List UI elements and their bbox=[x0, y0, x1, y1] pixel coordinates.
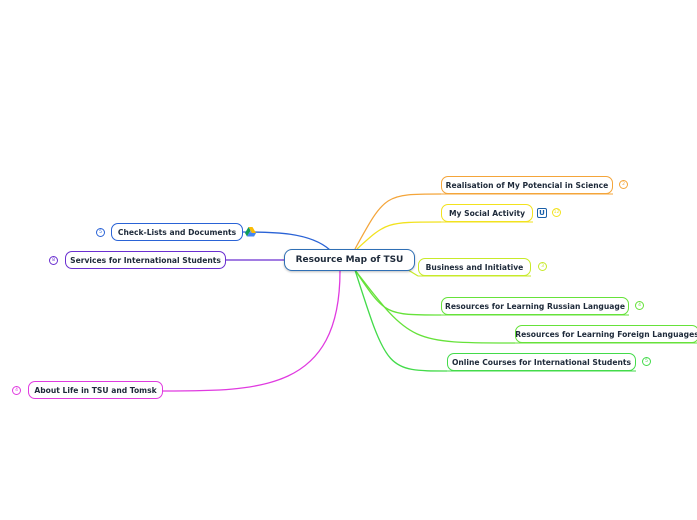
collapse-badge-life[interactable]: 4 bbox=[12, 386, 21, 395]
topic-node-science-potential[interactable]: Realisation of My Potencial in Science bbox=[441, 176, 613, 194]
branch-connector bbox=[162, 270, 341, 392]
central-topic-node[interactable]: Resource Map of TSU bbox=[284, 249, 415, 271]
branch-connector bbox=[354, 193, 442, 250]
tsu-u-icon[interactable]: U bbox=[537, 208, 547, 218]
collapse-badge-science[interactable]: 2 bbox=[619, 180, 628, 189]
branch-connector bbox=[354, 269, 448, 372]
google-drive-icon[interactable] bbox=[245, 227, 256, 237]
branch-connector bbox=[354, 269, 442, 316]
topic-node-russian-language[interactable]: Resources for Learning Russian Language bbox=[441, 297, 629, 315]
branch-connector bbox=[354, 269, 516, 344]
collapse-badge-business[interactable]: 3 bbox=[538, 262, 547, 271]
collapse-badge-online-courses[interactable]: 5 bbox=[642, 357, 651, 366]
topic-node-international-services[interactable]: Services for International Students bbox=[65, 251, 226, 269]
topic-node-foreign-languages[interactable]: Resources for Learning Foreign Languages bbox=[515, 325, 697, 343]
topic-node-life-tsu-tomsk[interactable]: About Life in TSU and Tomsk bbox=[28, 381, 163, 399]
branch-connector bbox=[242, 231, 331, 251]
branch-connector bbox=[356, 221, 442, 250]
collapse-badge-services[interactable]: 8 bbox=[49, 256, 58, 265]
topic-node-check-lists[interactable]: Check-Lists and Documents bbox=[111, 223, 243, 241]
topic-node-business-initiative[interactable]: Business and Initiative bbox=[418, 258, 531, 276]
topic-node-social-activity[interactable]: My Social Activity bbox=[441, 204, 533, 222]
collapse-badge-russian[interactable]: 4 bbox=[635, 301, 644, 310]
topic-node-online-courses[interactable]: Online Courses for International Student… bbox=[447, 353, 636, 371]
collapse-badge-check-lists[interactable]: 5 bbox=[96, 228, 105, 237]
collapse-badge-social[interactable]: 12 bbox=[552, 208, 561, 217]
